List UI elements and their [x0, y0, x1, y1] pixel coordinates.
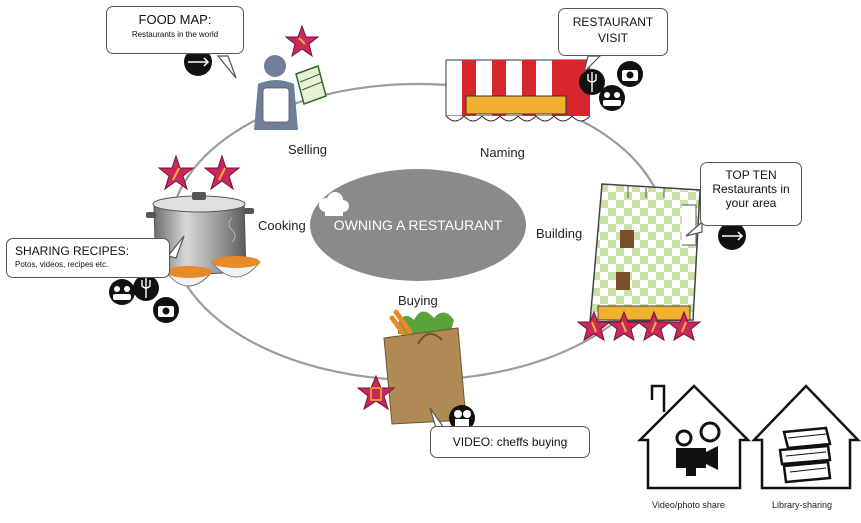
floor-plan: [589, 183, 701, 323]
caption-video-share: Video/photo share: [652, 500, 725, 510]
star-badge: [666, 310, 702, 342]
grocery-bag: [383, 309, 467, 425]
towel-icon: [295, 65, 327, 105]
cutlery-icon[interactable]: [579, 69, 605, 95]
stage-label-buying: Buying: [398, 293, 438, 308]
center-label: OWNING A RESTAURANT: [334, 217, 503, 233]
callout-sharing-recipes-subtitle: Potos, videos, recipes etc.: [15, 260, 109, 269]
callout-food-map-subtitle: Restaurants in the world: [131, 30, 219, 39]
star-badge: [284, 24, 320, 58]
star-badge: [157, 154, 195, 191]
pin-icon[interactable]: [718, 222, 746, 250]
callout-restaurant-visit-line2: VISIT: [597, 31, 628, 45]
waiter-figure: [254, 55, 327, 130]
star-badge: [636, 310, 672, 342]
star-badge: [576, 310, 612, 342]
callout-food-map[interactable]: FOOD MAP: Restaurants in the world: [106, 6, 244, 54]
soup-bowl: [210, 217, 262, 278]
callout-sharing-recipes[interactable]: SHARING RECIPES: Potos, videos, recipes …: [6, 238, 170, 278]
video-camera-icon[interactable]: [449, 405, 475, 431]
stage-label-selling: Selling: [288, 142, 328, 157]
people-icon[interactable]: [599, 85, 625, 111]
house-library-share: [751, 384, 861, 490]
restaurant-awning: [445, 59, 591, 122]
book-icon: [778, 426, 832, 484]
projector-icon: [675, 421, 721, 476]
pin-icon[interactable]: [184, 48, 212, 76]
cutlery-icon[interactable]: [133, 275, 159, 301]
soup-bowl: [164, 266, 214, 287]
callout-video-buying[interactable]: VIDEO: cheffs buying: [430, 426, 590, 458]
callout-top-ten[interactable]: TOP TEN Restaurants in your area: [700, 162, 802, 226]
star-badge: [203, 154, 241, 191]
center-node: OWNING A RESTAURANT: [310, 169, 526, 281]
chef-hat-icon: [319, 192, 349, 216]
stage-label-building: Building: [536, 226, 583, 241]
awning-sign: [465, 95, 567, 115]
caption-library-share: Library-sharing: [772, 500, 833, 510]
callout-food-map-title: FOOD MAP:: [138, 12, 212, 27]
house-video-share: [636, 384, 752, 490]
people-icon[interactable]: [109, 279, 135, 305]
callout-video-buying-text: VIDEO: cheffs buying: [452, 435, 568, 449]
callout-restaurant-visit[interactable]: RESTAURANT VISIT: [558, 8, 668, 56]
camera-icon[interactable]: [153, 297, 179, 323]
callout-top-ten-line1: TOP TEN: [725, 168, 777, 182]
stage-label-naming: Naming: [480, 145, 525, 160]
camera-icon[interactable]: [617, 61, 643, 87]
callout-top-ten-line3: your area: [725, 196, 777, 210]
callout-sharing-recipes-title: SHARING RECIPES:: [15, 244, 130, 258]
star-badge: [606, 310, 642, 342]
star-badge: [356, 374, 396, 411]
stage-label-cooking: Cooking: [258, 218, 306, 233]
callout-top-ten-line2: Restaurants in: [712, 182, 790, 196]
callout-restaurant-visit-line1: RESTAURANT: [572, 15, 654, 29]
